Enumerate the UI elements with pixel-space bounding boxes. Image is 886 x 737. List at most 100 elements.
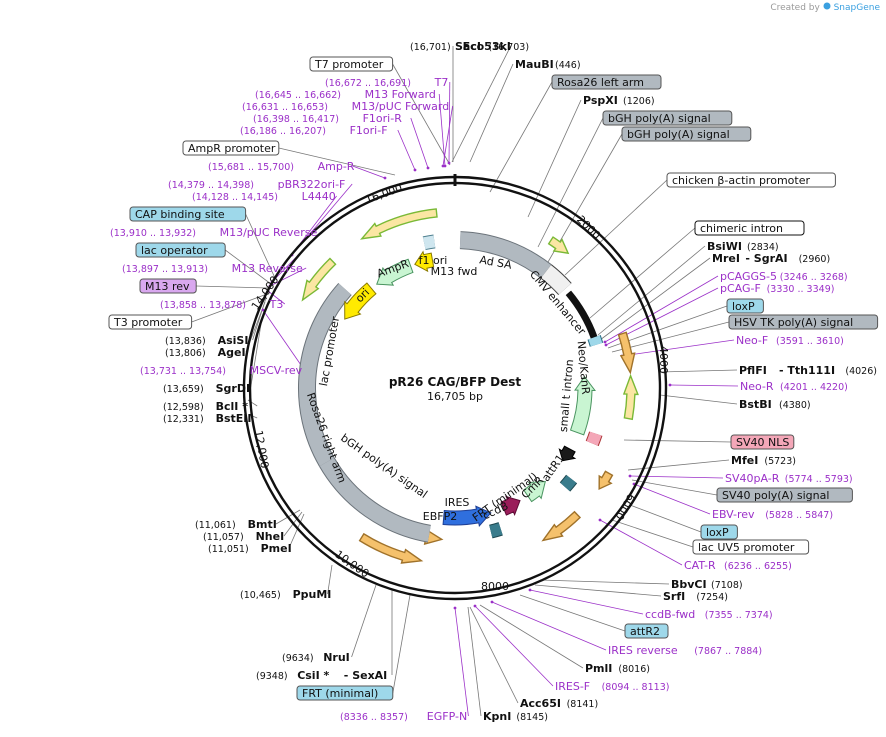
feature-label-primer[interactable]: EBV-rev(5828 .. 5847) (712, 508, 833, 521)
feature-label-box[interactable]: T3 promoter (108, 314, 193, 330)
feature-label-enzyme[interactable]: PspXI(1206) (583, 94, 655, 107)
feature-label-enzyme[interactable]: MauBI(446) (515, 58, 581, 71)
feature-arrow[interactable] (414, 250, 435, 273)
feature-label-primer[interactable]: IRES-F(8094 .. 8113) (555, 680, 669, 693)
feature-arc[interactable] (541, 510, 582, 542)
feature-label-enzyme[interactable]: (10,465)PpuMI (240, 588, 331, 601)
feature-label-enzyme[interactable]: MfeI(5723) (731, 454, 796, 467)
feature-label-primer[interactable]: CAT-R(6236 .. 6255) (684, 559, 792, 572)
feature-label-enzyme[interactable]: (11,061)BmtI (195, 518, 277, 531)
feature-segment[interactable] (565, 290, 598, 339)
feature-label-enzyme[interactable]: (12,598)BclI * (163, 400, 248, 413)
feature-label-primer[interactable]: IRES reverse(7867 .. 7884) (608, 644, 762, 657)
feature-arc[interactable] (301, 257, 337, 302)
feature-text: (5828 .. 5847) (765, 510, 833, 521)
feature-label-enzyme[interactable]: (11,057)NheI (203, 530, 284, 543)
feature-label-enzyme[interactable]: (11,051)PmeI (208, 542, 292, 555)
feature-label-box[interactable]: chicken β-actin promoter (666, 172, 836, 188)
feature-segment[interactable] (422, 234, 436, 251)
feature-label-primer[interactable]: (16,645 .. 16,662)M13 Forward (255, 88, 436, 101)
feature-arrow[interactable] (569, 375, 597, 436)
feature-label-primer[interactable]: (13,910 .. 13,932)M13/pUC Reverse (110, 226, 317, 239)
feature-label-box[interactable]: FRT (minimal) (296, 685, 394, 701)
feature-label-enzyme[interactable]: (16,701)Eco53kI (410, 40, 511, 53)
feature-label-primer[interactable]: (16,672 .. 16,691)T7 (325, 76, 448, 89)
feature-arrow[interactable] (376, 258, 414, 286)
feature-label-primer[interactable]: SV40pA-R(5774 .. 5793) (725, 472, 853, 485)
feature-label-enzyme[interactable]: SacI(16,703) (455, 40, 529, 53)
feature-label-enzyme[interactable]: (12,331)BstEII (163, 412, 251, 425)
feature-label-enzyme[interactable]: BstBI(4380) (739, 398, 811, 411)
feature-label-primer[interactable]: Neo-R(4201 .. 4220) (740, 380, 848, 393)
feature-label-box[interactable]: bGH poly(A) signal (602, 110, 733, 126)
feature-label-enzyme[interactable]: (9634)NruI (282, 651, 350, 664)
feature-arc[interactable] (622, 373, 639, 421)
feature-label-primer[interactable]: (16,186 .. 16,207)F1ori-F (240, 124, 388, 137)
feature-label-box[interactable]: SV40 poly(A) signal (716, 487, 853, 503)
feature-label-enzyme[interactable]: Acc65I(8141) (520, 697, 598, 710)
feature-label-box[interactable]: loxP (700, 524, 738, 540)
feature-arc[interactable] (617, 331, 636, 375)
feature-label-box[interactable]: lac UV5 promoter (692, 539, 810, 555)
feature-label-enzyme[interactable]: SrfI(7254) (663, 590, 728, 603)
feature-box (728, 314, 879, 330)
feature-label-enzyme[interactable]: MreI- SgrAI(2960) (712, 252, 830, 265)
feature-label-enzyme[interactable]: (13,659)SgrDI (163, 382, 250, 395)
primer-marker (490, 600, 494, 604)
feature-label-box[interactable]: M13 rev (139, 278, 197, 294)
feature-label-box[interactable]: loxP (726, 298, 764, 314)
feature-arc[interactable] (358, 532, 424, 564)
feature-label-enzyme[interactable]: PflFI- Tth111I(4026) (739, 364, 877, 377)
feature-segment[interactable] (297, 282, 352, 467)
feature-segment[interactable] (459, 231, 552, 279)
feature-label-primer[interactable]: (13,731 .. 13,754)MSCV-rev (140, 364, 303, 377)
feature-label-primer[interactable]: (13,897 .. 13,913)M13 Reverse (122, 262, 303, 275)
feature-label-enzyme[interactable]: BbvCI(7108) (671, 578, 743, 591)
feature-label-box[interactable]: HSV TK poly(A) signal (728, 314, 879, 330)
feature-position: (16,398 .. 16,417) (253, 114, 339, 125)
feature-segment[interactable] (587, 335, 604, 347)
feature-segment[interactable] (585, 431, 603, 447)
feature-label-primer[interactable]: (14,128 .. 14,145)L4440 (192, 190, 336, 203)
feature-label-primer[interactable]: (13,858 .. 13,878)T3 (160, 298, 283, 311)
feature-label-enzyme[interactable]: PmlI(8016) (585, 662, 650, 675)
feature-label-primer[interactable]: (16,631 .. 16,653)M13/pUC Forward (242, 100, 449, 113)
feature-label-box[interactable]: Rosa26 left arm (551, 74, 662, 90)
feature-label-primer[interactable]: (15,681 .. 15,700)Amp-R (208, 160, 355, 173)
feature-label-primer[interactable]: (16,398 .. 16,417)F1ori-R (253, 112, 402, 125)
feature-label-enzyme[interactable]: (9348)CsiI *- SexAI (256, 669, 387, 682)
feature-label-enzyme[interactable]: BsiWI(2834) (707, 240, 779, 253)
feature-arrow[interactable] (344, 282, 377, 320)
feature-label-primer[interactable]: Neo-F(3591 .. 3610) (736, 334, 844, 347)
feature-label-enzyme[interactable]: KpnI(8145) (483, 710, 548, 723)
feature-label-enzyme[interactable]: (13,836)AsiSI (165, 334, 248, 347)
feature-segment[interactable] (319, 457, 432, 543)
feature-label-box[interactable]: lac operator (135, 242, 226, 258)
feature-segment[interactable] (489, 522, 503, 539)
feature-label-box[interactable]: T7 promoter (309, 56, 394, 72)
feature-label-primer[interactable]: ccdB-fwd(7355 .. 7374) (645, 608, 773, 621)
feature-arrow[interactable] (500, 495, 521, 516)
feature-arrow[interactable] (558, 445, 577, 462)
feature-arc[interactable] (598, 470, 614, 491)
leader-line (604, 275, 719, 343)
feature-arrow[interactable] (523, 480, 546, 503)
feature-segment[interactable] (559, 474, 578, 492)
feature-label-enzyme[interactable]: (13,806)AgeI (165, 346, 246, 359)
feature-label-primer[interactable]: (8336 .. 8357)EGFP-N (340, 710, 467, 723)
feature-arc[interactable] (360, 208, 438, 240)
feature-arc[interactable] (547, 236, 570, 255)
feature-label-box[interactable]: CAP binding site (129, 206, 247, 222)
feature-label-box[interactable]: chimeric intron (694, 220, 805, 236)
feature-label-box[interactable]: bGH poly(A) signal (621, 126, 752, 142)
feature-segment[interactable] (540, 264, 572, 296)
feature-label-primer[interactable]: pCAGGS-5(3246 .. 3268) (720, 270, 848, 283)
feature-label-primer[interactable]: pCAG-F(3330 .. 3349) (720, 282, 834, 295)
feature-arrow[interactable] (442, 505, 492, 527)
feature-label-box[interactable]: AmpR promoter (182, 140, 280, 156)
feature-label-primer[interactable]: (14,379 .. 14,398)pBR322ori-F (168, 178, 345, 191)
feature-label-box[interactable]: SV40 NLS (730, 434, 795, 450)
feature-label-box[interactable]: attR2 (624, 623, 669, 639)
